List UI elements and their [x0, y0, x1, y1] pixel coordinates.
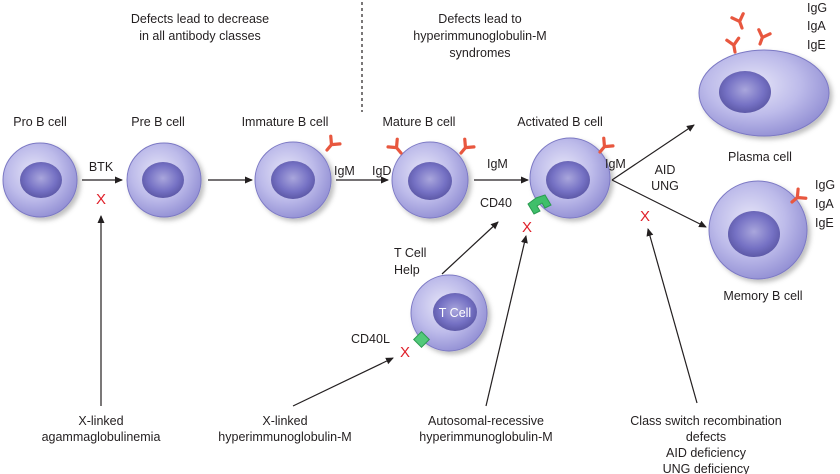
nucleus	[271, 161, 315, 199]
xla-line-2: agammaglobulinemia	[42, 430, 161, 444]
secreted-antibody-icon	[752, 28, 772, 48]
x-hyper-igm-line-1: X-linked	[262, 414, 307, 428]
memory-b-cell	[708, 180, 808, 280]
activated-b-cell	[529, 137, 611, 219]
ar-hyper-igm-line-2: hyperimmunoglobulin-M	[419, 430, 552, 444]
block-x-cd40l: X	[400, 344, 410, 361]
arrow-x-hyper-igm	[292, 357, 394, 407]
activated-b-cell-label: Activated B cell	[517, 115, 602, 129]
immature-b-cell	[254, 141, 332, 219]
nucleus	[408, 162, 452, 200]
arrow-activated-to-plasma	[611, 124, 695, 181]
memory-isotype-ige: IgE	[815, 216, 834, 230]
left-note-line-2: in all antibody classes	[139, 29, 261, 43]
antibody-igm-icon	[320, 134, 342, 156]
nucleus	[546, 161, 590, 199]
csr-line-2: defects	[686, 430, 726, 444]
block-x-cd40: X	[522, 219, 532, 236]
csr-line-3: AID deficiency	[666, 446, 747, 460]
right-note-line-3: syndromes	[449, 46, 510, 60]
cd40l-ligand-icon	[413, 331, 430, 348]
nucleus	[719, 71, 771, 113]
cd40l-label: CD40L	[351, 332, 390, 346]
antibody-igm-icon	[454, 137, 476, 159]
memory-isotype-igg: IgG	[815, 178, 835, 192]
plasma-isotype-ige: IgE	[807, 38, 826, 52]
ar-hyper-igm-line-1: Autosomal-recessive	[428, 414, 544, 428]
pro-b-cell-label: Pro B cell	[13, 115, 67, 129]
block-x-aid-ung: X	[640, 208, 650, 225]
immature-b-cell-label: Immature B cell	[242, 115, 329, 129]
t-cell: T Cell	[410, 274, 488, 352]
cd40-label: CD40	[480, 196, 512, 210]
arrow-t-cell-help	[441, 221, 499, 275]
nucleus	[20, 162, 62, 198]
pro-b-cell	[2, 142, 78, 218]
block-x-btk: X	[96, 191, 106, 208]
left-note-line-1: Defects lead to decrease	[131, 12, 269, 26]
igm-label-activated: IgM	[605, 157, 626, 171]
arrow-ar-hyper-igm	[485, 235, 528, 407]
arrow-activated-to-memory	[611, 179, 707, 228]
igm-label-immature: IgM	[334, 164, 355, 178]
mature-b-cell-label: Mature B cell	[383, 115, 456, 129]
pre-b-cell-label: Pre B cell	[131, 115, 185, 129]
plasma-isotype-igg: IgG	[807, 1, 827, 15]
btk-label: BTK	[89, 160, 114, 174]
right-note-line-1: Defects lead to	[438, 12, 521, 26]
pre-b-cell	[126, 142, 202, 218]
nucleus	[142, 162, 184, 198]
secreted-antibody-icon	[725, 36, 743, 55]
csr-line-1: Class switch recombination	[630, 414, 781, 428]
xla-line-1: X-linked	[78, 414, 123, 428]
t-cell-help-line-1: T Cell	[394, 246, 426, 260]
plasma-cell	[698, 49, 830, 137]
mature-b-cell	[391, 141, 469, 219]
arrow-csr-defects	[646, 228, 698, 404]
memory-isotype-iga: IgA	[815, 197, 834, 211]
t-cell-label: T Cell	[439, 306, 471, 320]
t-cell-help-line-2: Help	[394, 263, 420, 277]
cd40-receptor-icon	[527, 194, 552, 215]
aid-label: AID	[655, 163, 676, 177]
secreted-antibody-icon	[730, 12, 750, 32]
csr-line-4: UNG deficiency	[663, 462, 751, 474]
nucleus	[433, 293, 477, 331]
nucleus	[728, 211, 780, 257]
igm-label-mature: IgM	[487, 157, 508, 171]
right-note-line-2: hyperimmunoglobulin-M	[413, 29, 546, 43]
plasma-cell-label: Plasma cell	[728, 150, 792, 164]
x-hyper-igm-line-2: hyperimmunoglobulin-M	[218, 430, 351, 444]
igd-label: IgD	[372, 164, 391, 178]
plasma-isotype-iga: IgA	[807, 19, 826, 33]
ung-label: UNG	[651, 179, 679, 193]
memory-b-cell-label: Memory B cell	[723, 289, 802, 303]
